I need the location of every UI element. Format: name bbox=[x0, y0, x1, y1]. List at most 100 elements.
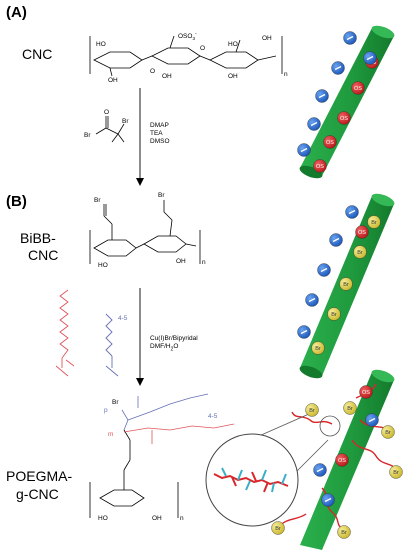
bibb-br-label-2: Br bbox=[122, 118, 129, 125]
poegma-ho: HO bbox=[98, 515, 108, 522]
zoom-inset bbox=[205, 409, 341, 527]
hydroxyl-minus-mark bbox=[334, 65, 342, 71]
bromo-badge-label: Br bbox=[357, 250, 363, 256]
bromo-badge-label: Br bbox=[341, 530, 347, 536]
bromo-badge-label: Br bbox=[275, 526, 281, 532]
surface-group-badges: OSOSOSOSOSBrBrBrBrBrOSBrBrBrBrBrBrOSOS bbox=[271, 31, 403, 539]
sulfate-badge bbox=[359, 385, 373, 399]
o-label-2: O bbox=[200, 45, 205, 52]
bibb-o-label: O bbox=[104, 109, 109, 116]
oh-label-3: OH bbox=[262, 35, 272, 42]
poegma-p-label: p bbox=[104, 407, 108, 414]
bromo-badge bbox=[343, 401, 357, 415]
red-monomer-structure bbox=[55, 289, 75, 377]
bromo-badge bbox=[337, 525, 351, 539]
bromo-badge bbox=[327, 307, 341, 321]
poegma-oh: OH bbox=[152, 515, 162, 522]
bromo-badge-label: Br bbox=[315, 346, 321, 352]
hydroxyl-minus-mark bbox=[332, 237, 340, 243]
bromo-badge-label: Br bbox=[331, 312, 337, 318]
sulfate-badge-label: OS bbox=[338, 458, 346, 464]
ho-label-2: HO bbox=[228, 41, 238, 48]
repeat-n-2: n bbox=[202, 259, 206, 266]
sulfate-badge-label: OS bbox=[340, 116, 348, 122]
oh-label-2: OH bbox=[162, 73, 172, 80]
hydroxyl-minus-mark bbox=[368, 417, 376, 423]
oh-label-4: OH bbox=[228, 73, 238, 80]
hydroxyl-minus-mark bbox=[300, 147, 308, 153]
poegma-labels: Br p m 4-5 HO OH n bbox=[98, 399, 218, 522]
sulfate-badge-label: OS bbox=[362, 390, 370, 396]
ho-label-1: HO bbox=[96, 41, 106, 48]
oh-label-1: OH bbox=[108, 77, 118, 84]
bibb-reagent bbox=[95, 116, 125, 143]
sulfate-badge-label: OS bbox=[316, 164, 324, 170]
poegma-label-2: g-CNC bbox=[16, 486, 59, 502]
sulfate-badge bbox=[323, 135, 337, 149]
bibb-cnc-ho: HO bbox=[98, 262, 108, 269]
bromo-badge-label: Br bbox=[347, 406, 353, 412]
bibb-br-label-1: Br bbox=[84, 132, 91, 139]
sulfate-badge bbox=[351, 81, 365, 95]
poegma-cnc-structure bbox=[89, 393, 235, 518]
bromo-badge-label: Br bbox=[343, 282, 349, 288]
sulfate-badge bbox=[313, 159, 327, 173]
bromo-badge-label: Br bbox=[385, 430, 391, 436]
repeat-n-3: n bbox=[180, 515, 184, 522]
poegma-label-1: POEGMA- bbox=[6, 468, 73, 484]
cellulose-structure-cnc bbox=[89, 35, 283, 77]
condition-solvent: DMF/H2O bbox=[150, 343, 179, 353]
bromo-badge bbox=[353, 245, 367, 259]
poegma-m-label: m bbox=[108, 431, 113, 438]
step1-conditions: DMAP TEA DMSO bbox=[150, 122, 170, 146]
hydroxyl-minus-mark bbox=[308, 297, 316, 303]
bromo-badge-label: Br bbox=[309, 408, 315, 414]
bibb-cnc-label-2: CNC bbox=[28, 247, 59, 263]
blue-monomer-range: 4-5 bbox=[118, 315, 128, 322]
hydroxyl-minus-mark bbox=[300, 329, 308, 335]
sulfate-badge bbox=[355, 225, 369, 239]
bibb-cnc-structure bbox=[89, 200, 201, 264]
hydroxyl-minus-mark bbox=[324, 497, 332, 503]
bibb-reagent-labels: O Br Br bbox=[84, 109, 129, 139]
bromo-badge bbox=[271, 521, 285, 535]
sulfate-badge-label: OS bbox=[326, 140, 334, 146]
panel-b-label: (B) bbox=[6, 193, 27, 210]
bromo-badge bbox=[367, 215, 381, 229]
blue-monomer-structure bbox=[105, 313, 119, 377]
step2-conditions: Cu(I)Br/Bipyridal DMF/H2O bbox=[150, 335, 198, 353]
bromo-badge-label: Br bbox=[371, 220, 377, 226]
bromo-badge bbox=[389, 465, 403, 479]
bibb-cnc-br-1: Br bbox=[94, 197, 101, 204]
reaction-arrow-2 bbox=[136, 288, 144, 386]
hydroxyl-minus-mark bbox=[320, 267, 328, 273]
cnc-label: CNC bbox=[22, 46, 53, 62]
bibb-cnc-labels: Br Br HO OH n bbox=[94, 192, 206, 269]
hydroxyl-minus-mark bbox=[316, 467, 324, 473]
repeat-n-1: n bbox=[284, 71, 288, 78]
o-label-1: O bbox=[150, 68, 155, 75]
sulfate-badge-label: OS bbox=[354, 86, 362, 92]
bromo-badge bbox=[381, 425, 395, 439]
hydroxyl-minus-mark bbox=[348, 209, 356, 215]
panel-a-label: (A) bbox=[6, 4, 27, 21]
cnc-rod-1 bbox=[299, 25, 395, 179]
poegma-br: Br bbox=[112, 399, 119, 406]
poegma-range: 4-5 bbox=[208, 413, 218, 420]
hydroxyl-minus-mark bbox=[318, 93, 326, 99]
condition-catalyst: Cu(I)Br/Bipyridal bbox=[150, 335, 198, 342]
bromo-badge-label: Br bbox=[393, 470, 399, 476]
bromo-badge bbox=[311, 341, 325, 355]
reaction-arrow-1 bbox=[136, 88, 144, 186]
hydroxyl-minus-mark bbox=[366, 55, 374, 61]
bromo-badge bbox=[339, 277, 353, 291]
sulfate-badge bbox=[335, 453, 349, 467]
sulfate-group-label: OSO3- bbox=[178, 31, 197, 41]
bibb-cnc-label-1: BiBB- bbox=[20, 230, 56, 246]
sulfate-badge-label: OS bbox=[358, 230, 366, 236]
hydroxyl-minus-mark bbox=[346, 35, 354, 41]
condition-dmso: DMSO bbox=[150, 138, 170, 145]
condition-dmap: DMAP bbox=[150, 122, 169, 129]
